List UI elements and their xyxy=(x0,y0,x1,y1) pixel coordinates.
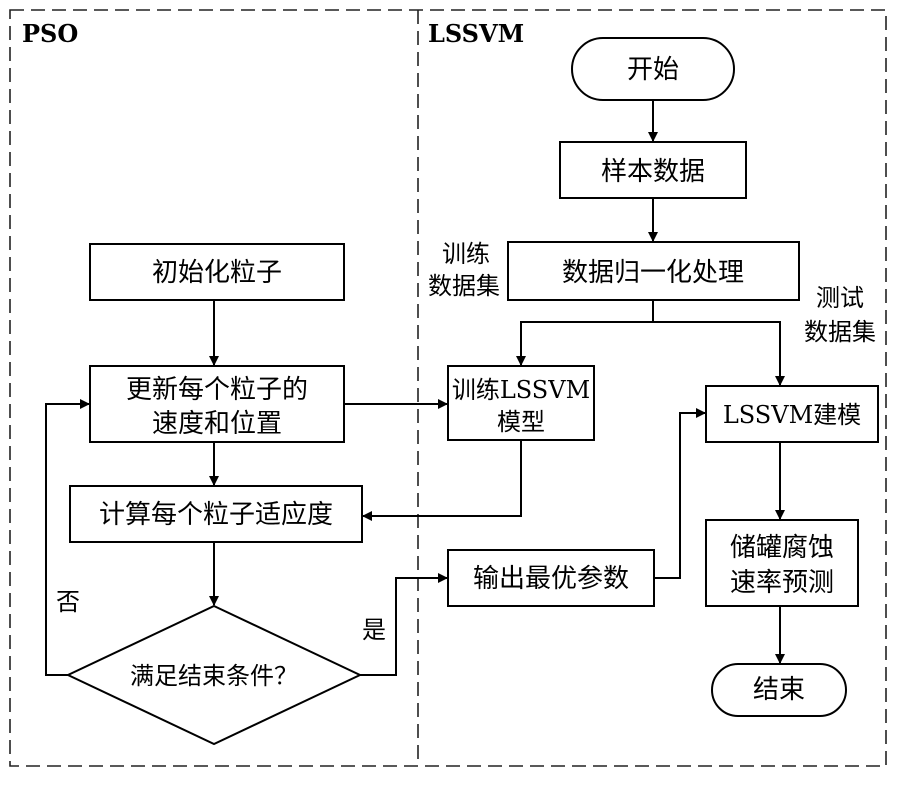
update-label-line2: 速度和位置 xyxy=(152,409,282,439)
update-label-line1: 更新每个粒子的 xyxy=(126,375,308,405)
output-params-label: 输出最优参数 xyxy=(473,564,629,594)
update-box xyxy=(89,365,345,443)
arrow-normalize-to-train xyxy=(516,300,654,366)
output-params-box xyxy=(447,549,655,607)
condition-label: 满足结束条件？ xyxy=(130,662,298,690)
end-terminal xyxy=(711,663,847,717)
no-label: 否 xyxy=(56,588,80,616)
train-model-label-line2: 模型 xyxy=(497,408,545,436)
condition-diamond xyxy=(65,604,363,746)
lssvm-region-label: LSSVM xyxy=(428,19,524,48)
sample-data-box xyxy=(559,141,747,199)
arrow-normalize-to-build xyxy=(653,321,785,386)
train-model-label-line1: 训练LSSVM xyxy=(452,376,590,404)
train-set-label-line1: 训练 xyxy=(442,240,490,268)
end-label: 结束 xyxy=(753,675,805,705)
predict-box xyxy=(705,519,859,607)
outer-dashed-border xyxy=(9,9,887,767)
test-set-label-line2: 数据集 xyxy=(804,318,876,346)
arrow-yes-to-output xyxy=(360,573,448,676)
fitness-label: 计算每个粒子适应度 xyxy=(99,500,333,530)
arrow-train-to-fitness xyxy=(362,440,522,521)
predict-label-line2: 速率预测 xyxy=(730,568,834,598)
yes-label: 是 xyxy=(362,616,386,644)
fitness-box xyxy=(69,485,363,543)
build-model-label: LSSVM建模 xyxy=(723,401,861,429)
train-set-label-line2: 数据集 xyxy=(428,272,500,300)
normalize-box xyxy=(507,241,800,301)
predict-label-line1: 储罐腐蚀 xyxy=(730,533,834,563)
pso-region-label: PSO xyxy=(22,19,78,48)
arrow-no-loop xyxy=(45,399,90,676)
build-model-box xyxy=(705,385,879,443)
sample-data-label: 样本数据 xyxy=(601,157,705,187)
normalize-label: 数据归一化处理 xyxy=(562,258,744,288)
init-particles-label: 初始化粒子 xyxy=(152,258,282,288)
start-label: 开始 xyxy=(627,55,679,85)
arrow-output-to-build xyxy=(654,408,706,579)
init-particles-box xyxy=(89,243,345,301)
test-set-label-line1: 测试 xyxy=(816,284,864,312)
train-model-box xyxy=(447,365,595,441)
